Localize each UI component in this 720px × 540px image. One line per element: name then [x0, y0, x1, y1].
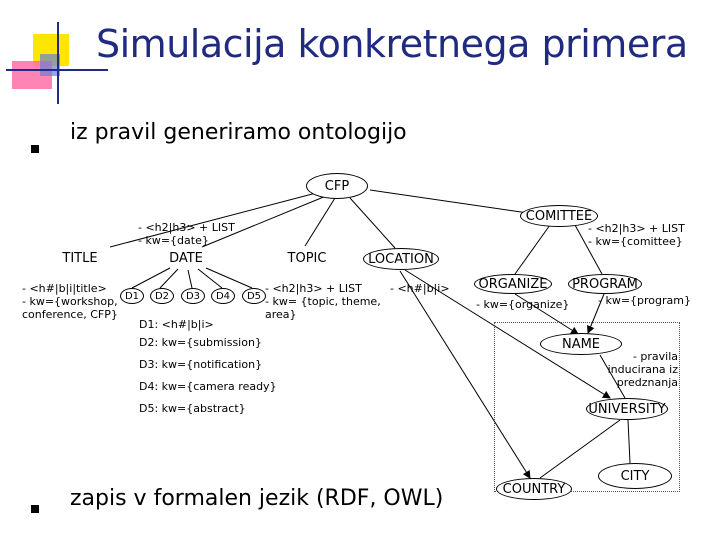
bullet-text-formal-language: zapis v formalen jezik (RDF, OWL) [70, 486, 444, 511]
edge-date-d5 [205, 267, 253, 289]
edge-university-country [539, 419, 621, 479]
node-d5: D5 [242, 288, 266, 304]
edge-date-d1 [131, 267, 171, 289]
edge-cfp-date [201, 195, 327, 248]
edge-location-country [399, 270, 531, 479]
node-d2: D2 [150, 288, 174, 304]
d5-rule: D5: kw={abstract} [139, 402, 246, 415]
edge-date-d4 [197, 268, 223, 289]
node-organize: ORGANIZE [474, 274, 552, 294]
date-rule: - <h2|h3> + LIST - kw={date} [138, 221, 235, 247]
location-rule: - <h#|b|i> [390, 282, 450, 295]
edge-cfp-comittee [369, 189, 529, 214]
d3-rule: D3: kw={notification} [139, 358, 263, 371]
topic-rule: - <h2|h3> + LIST - kw= {topic, theme, ar… [265, 282, 381, 321]
edge-cfp-topic [304, 197, 336, 247]
title-rule: - <h#|b|i|title> - kw={workshop, confere… [22, 282, 118, 321]
bullet-marker [31, 505, 39, 513]
d1-rule: D1: <h#|b|i> [139, 318, 214, 331]
node-comittee: COMITTEE [520, 205, 598, 227]
node-location: LOCATION [363, 248, 439, 270]
edge-comittee-program [574, 224, 603, 275]
node-country: COUNTRY [496, 478, 572, 500]
node-d4: D4 [211, 288, 235, 304]
corner-decoration [6, 22, 108, 104]
edge-university-city [627, 419, 631, 464]
name-rule: - pravila inducirana iz predznanja [607, 350, 678, 389]
node-program: PROGRAM [568, 274, 642, 294]
node-date: DATE [158, 247, 214, 269]
edge-date-d2 [159, 268, 179, 289]
bullet-marker [31, 145, 39, 153]
node-d3: D3 [181, 288, 205, 304]
organize-rule: - kw={organize} [476, 298, 570, 311]
edge-program-name [586, 293, 605, 334]
node-city: CITY [598, 463, 672, 489]
node-topic: TOPIC [277, 247, 337, 269]
dotted-region [494, 322, 680, 492]
d4-rule: D4: kw={camera ready} [139, 380, 277, 393]
node-title: TITLE [52, 247, 108, 269]
node-name: NAME [540, 333, 622, 355]
node-university: UNIVERSITY [586, 398, 668, 420]
bullet-text-ontology: iz pravil generiramo ontologijo [70, 120, 407, 145]
edge-name-university [599, 354, 626, 399]
edge-cfp-title [109, 191, 321, 248]
edge-organize-name [514, 293, 579, 335]
d2-rule: D2: kw={submission} [139, 336, 262, 349]
comittee-rule: - <h2|h3> + LIST - kw={comittee} [588, 222, 685, 248]
edge-comittee-organize [514, 224, 551, 275]
node-cfp: CFP [306, 173, 368, 199]
edge-date-d3 [187, 269, 193, 289]
program-rule: - kw={program} [598, 294, 692, 307]
slide-title: Simulacija konkretnega primera [96, 22, 688, 66]
node-d1: D1 [120, 288, 144, 304]
edge-cfp-location [349, 197, 396, 249]
edge-location-university [404, 269, 611, 399]
